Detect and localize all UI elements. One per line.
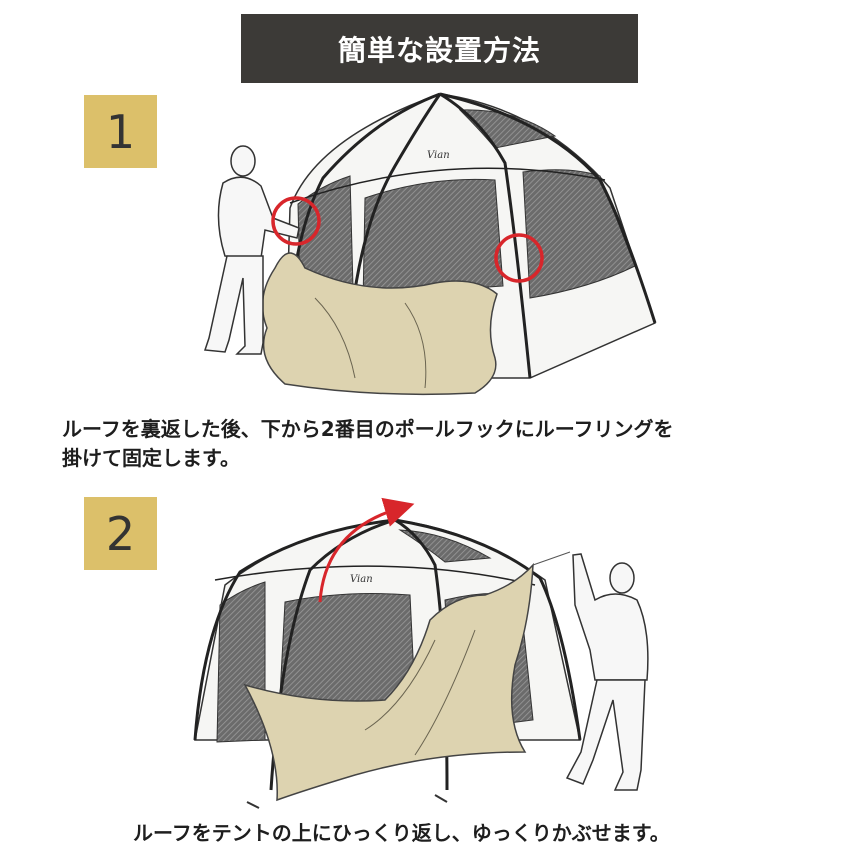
person xyxy=(565,553,649,791)
step-1-caption-line-2: 掛けて固定します。 xyxy=(62,446,240,470)
step-1-badge: 1 xyxy=(84,95,157,168)
roof-fabric xyxy=(261,252,498,396)
person xyxy=(203,145,300,355)
step-2-caption: ルーフをテントの上にひっくり返し、ゆっくりかぶせます。 xyxy=(133,821,670,845)
step-1-illustration: Vian xyxy=(203,92,657,396)
step-1-caption: ルーフを裏返した後、下から2番目のポールフックにルーフリングを 掛けて固定します… xyxy=(62,415,674,473)
step-1-caption-line-1: ルーフを裏返した後、下から2番目のポールフックにルーフリングを xyxy=(62,417,674,441)
highlight-circle-right xyxy=(494,233,544,283)
tent-logo: Vian xyxy=(350,574,373,585)
tent-logo: Vian xyxy=(427,150,450,161)
step-2-illustration: Vian xyxy=(193,497,649,809)
highlight-circle-left xyxy=(271,196,321,246)
step-2-badge: 2 xyxy=(84,497,157,570)
flip-arrow xyxy=(318,497,415,603)
roof-fabric xyxy=(243,562,534,802)
page-title: 簡単な設置方法 xyxy=(241,14,638,83)
